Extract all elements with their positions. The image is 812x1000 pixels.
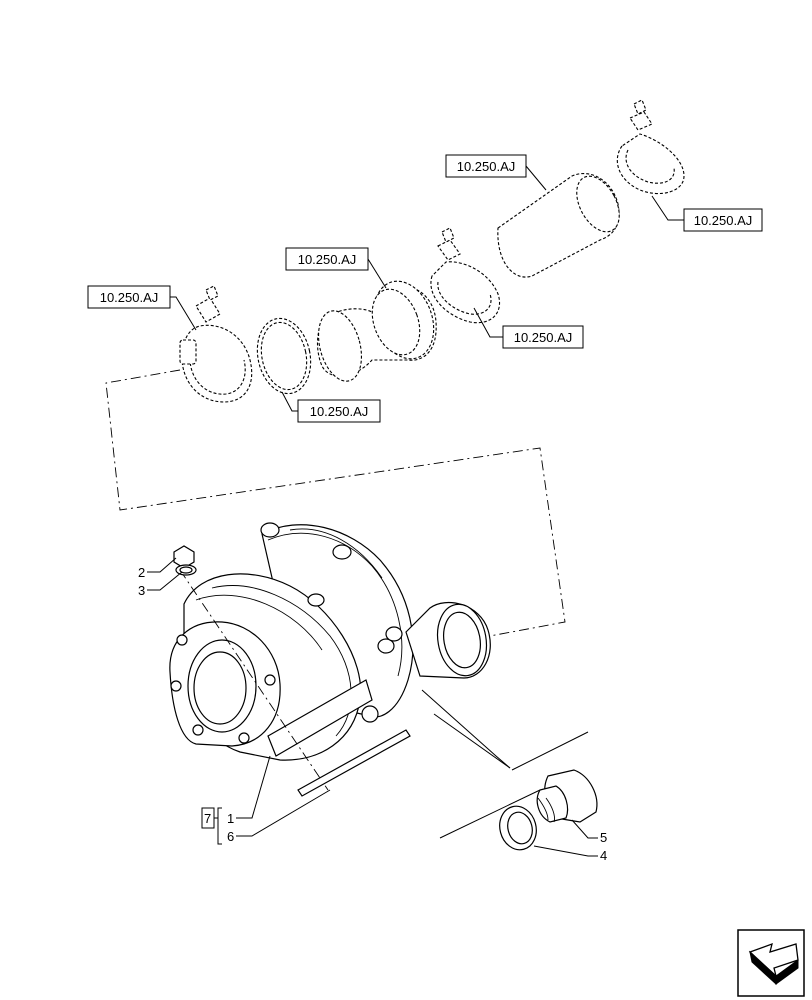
seal-washer <box>499 805 537 851</box>
svg-text:6: 6 <box>227 829 234 844</box>
reference-box-mid[interactable]: 10.250.AJ <box>285 247 387 289</box>
flange-bolts <box>260 522 403 723</box>
reference-label: 10.250.AJ <box>298 252 357 267</box>
upper-right-hose-clamp <box>616 99 685 194</box>
svg-text:5: 5 <box>600 830 607 845</box>
gasket <box>297 729 411 797</box>
reference-label: 10.250.AJ <box>694 213 753 228</box>
reference-box-ring[interactable]: 10.250.AJ <box>281 391 381 423</box>
callout-kit-7: 7 <box>201 807 222 845</box>
ring-seal <box>256 317 312 395</box>
reference-label: 10.250.AJ <box>100 290 159 305</box>
callout-3: 3 <box>138 571 183 598</box>
turbocharger <box>169 522 491 791</box>
union-fitting <box>536 769 598 823</box>
phantom-connection-path <box>105 369 566 637</box>
svg-text:1: 1 <box>227 811 234 826</box>
reference-box-top[interactable]: 10.250.AJ <box>445 154 547 191</box>
callout-1: 1 <box>227 755 271 826</box>
reference-box-left[interactable]: 10.250.AJ <box>87 285 197 331</box>
callout-5: 5 <box>571 819 607 845</box>
middle-hose-clamp <box>430 227 500 324</box>
reference-label: 10.250.AJ <box>310 404 369 419</box>
callout-2: 2 <box>138 557 177 580</box>
svg-text:4: 4 <box>600 848 607 863</box>
reference-box-right[interactable]: 10.250.AJ <box>651 195 763 232</box>
svg-text:2: 2 <box>138 565 145 580</box>
reference-box-clamp[interactable]: 10.250.AJ <box>473 307 584 349</box>
intake-hose <box>497 172 620 278</box>
reference-label: 10.250.AJ <box>514 330 573 345</box>
detail-lines <box>421 689 589 839</box>
next-page-arrow-icon[interactable] <box>737 929 805 997</box>
left-hose-clamp <box>179 285 253 403</box>
callout-4: 4 <box>533 845 607 863</box>
svg-text:3: 3 <box>138 583 145 598</box>
svg-text:7: 7 <box>204 811 211 826</box>
callout-6: 6 <box>227 789 331 844</box>
reference-label: 10.250.AJ <box>457 159 516 174</box>
plug-bolt <box>173 545 197 576</box>
elbow-hose <box>316 280 437 382</box>
